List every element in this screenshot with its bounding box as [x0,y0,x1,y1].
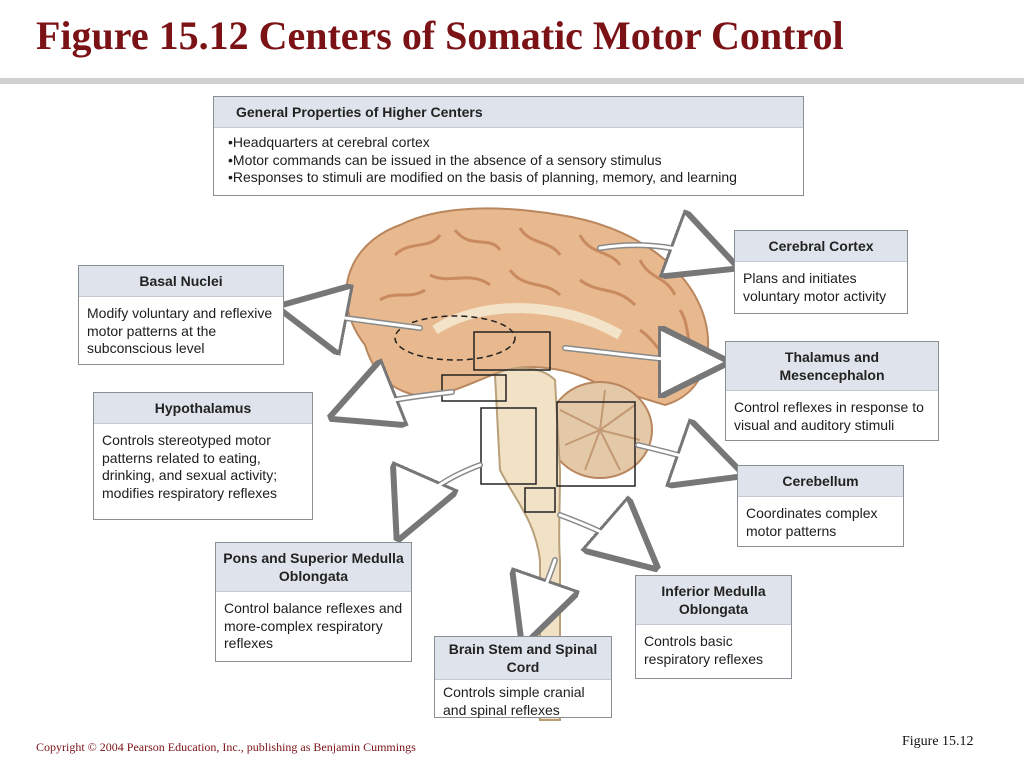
list-item: •Motor commands can be issued in the abs… [228,151,662,168]
list-item: •Headquarters at cerebral cortex [228,134,430,150]
general-properties-list: •Headquarters at cerebral cortex •Motor … [214,128,803,193]
cerebral-cortex-text: Plans and initiates voluntary motor acti… [743,270,887,304]
inferior-medulla-box: Inferior Medulla Oblongata Controls basi… [635,575,792,679]
pons-heading: Pons and Superior Medulla Oblongata [216,543,411,592]
medulla-region-box [524,487,556,513]
hypothalamus-heading: Hypothalamus [94,393,312,424]
thalamus-heading: Thalamus and Mesencephalon [726,342,938,391]
cerebral-cortex-heading: Cerebral Cortex [735,231,907,262]
inferior-medulla-heading: Inferior Medulla Oblongata [636,576,791,625]
slide-title: Figure 15.12 Centers of Somatic Motor Co… [36,13,844,58]
cerebellum-text: Coordinates complex motor patterns [746,505,878,539]
general-properties-box: General Properties of Higher Centers •He… [213,96,804,196]
brainstem-heading: Brain Stem and Spinal Cord [435,637,611,680]
pons-region-box [480,407,537,485]
cerebral-cortex-box: Cerebral Cortex Plans and initiates volu… [734,230,908,314]
pons-box: Pons and Superior Medulla Oblongata Cont… [215,542,412,662]
thalamus-box: Thalamus and Mesencephalon Control refle… [725,341,939,441]
basal-nuclei-outline [394,315,516,361]
inferior-medulla-text: Controls basic respiratory reflexes [644,633,764,667]
basal-nuclei-box: Basal Nuclei Modify voluntary and reflex… [78,265,284,365]
cerebellum-box: Cerebellum Coordinates complex motor pat… [737,465,904,547]
basal-nuclei-heading: Basal Nuclei [79,266,283,297]
gyri-lines [379,227,697,367]
basal-nuclei-text: Modify voluntary and reflexive motor pat… [87,305,273,356]
brainstem-box: Brain Stem and Spinal Cord Controls simp… [434,636,612,718]
figure-reference: Figure 15.12 [902,734,974,749]
cerebellum-region-box [556,401,636,487]
copyright-footer: Copyright © 2004 Pearson Education, Inc.… [36,740,416,754]
general-properties-heading: General Properties of Higher Centers [214,97,803,128]
corpus-callosum [432,303,623,340]
hypothalamus-text: Controls stereotyped motor patterns rela… [102,432,278,501]
cerebellum-heading: Cerebellum [738,466,903,497]
title-divider [0,78,1024,84]
brainstem-text: Controls simple cranial and spinal refle… [443,684,585,718]
hypothalamus-box: Hypothalamus Controls stereotyped motor … [93,392,313,520]
hypothalamus-region-box [441,374,507,402]
pons-text: Control balance reflexes and more-comple… [224,600,403,651]
thalamus-region-box [473,331,551,371]
list-item: •Responses to stimuli are modified on th… [228,169,737,185]
thalamus-text: Control reflexes in response to visual a… [734,399,924,433]
